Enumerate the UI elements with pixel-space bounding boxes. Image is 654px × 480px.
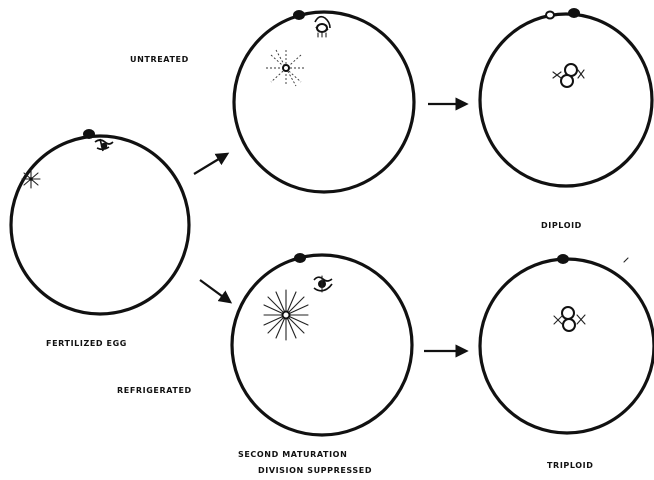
egg-nucleus-chromosomes [95,139,113,151]
label-fertilized-egg: FERTILIZED EGG [46,339,127,348]
retained-chromosomes [314,276,332,292]
sperm-aster [22,170,40,188]
fusing-pronuclei [553,64,584,87]
fertilized-egg-cell [11,136,189,314]
label-diploid: DIPLOID [541,221,582,230]
untreated-cell [234,10,414,192]
polar-body-second [546,12,554,19]
label-triploid: TRIPLOID [547,461,594,470]
sperm-aster [266,50,306,86]
polar-body [293,10,305,20]
diploid-cell-outline [480,14,652,186]
second-polar-body-forming [315,17,330,37]
arrow-to-refrigerated [200,280,230,302]
label-untreated: UNTREATED [130,55,189,64]
fertilized-egg [11,129,189,314]
untreated-cell-outline [234,12,414,192]
label-refrigerated: REFRIGERATED [117,386,192,395]
label-second-maturation-line2: DIVISION SUPPRESSED [258,466,372,475]
triploid-cell [480,254,654,433]
polar-body [294,253,306,263]
triploid-cell-outline [480,259,654,433]
polar-body [568,8,580,18]
arrow-to-untreated [194,154,227,174]
refrigerated-cell [232,253,412,435]
label-second-maturation-line1: SECOND MATURATION [238,450,347,459]
small-mark [624,258,628,262]
polar-body [83,129,95,139]
sperm-aster-large [264,290,308,340]
polar-body [557,254,569,264]
fusing-pronuclei [554,307,585,331]
diploid-cell [480,8,652,186]
